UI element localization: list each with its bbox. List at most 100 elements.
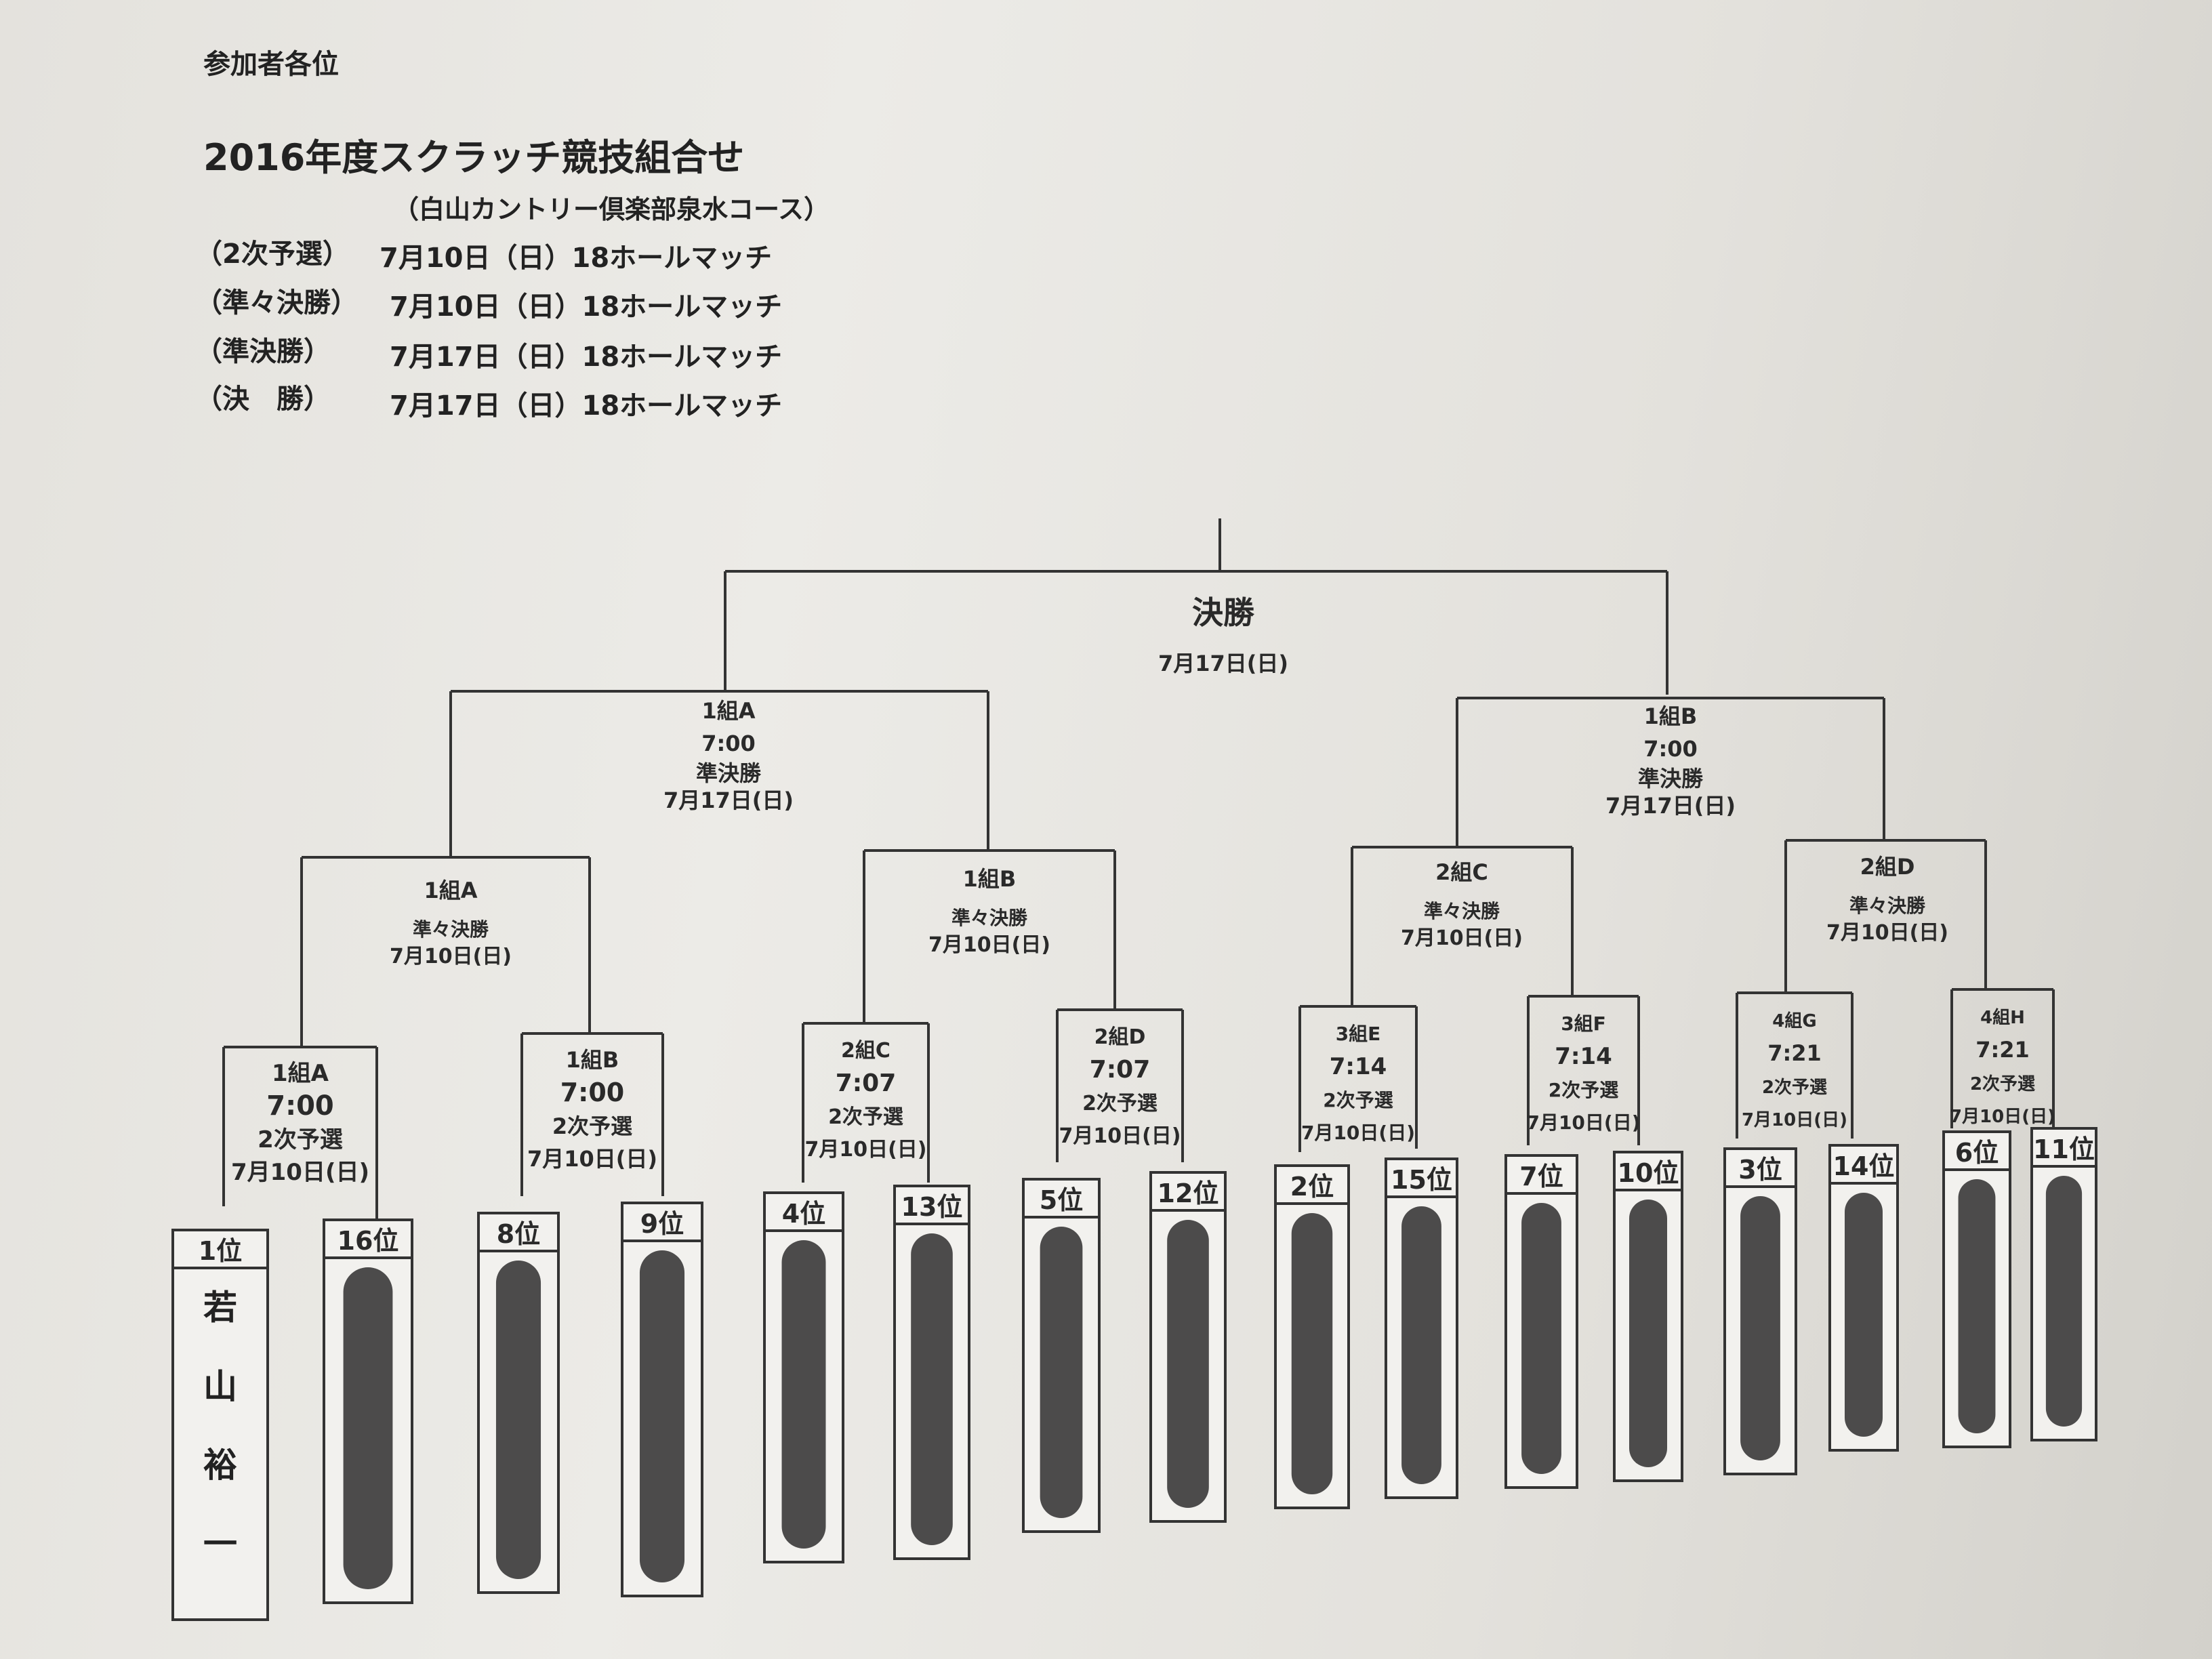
quarterfinal-group: 2組C	[1435, 859, 1488, 885]
redaction-marker	[2045, 1176, 2083, 1427]
second-round-group: 1組A	[272, 1060, 329, 1087]
schedule-when: 7月10日（日）18ホールマッチ	[380, 243, 773, 274]
player-rank: 16位	[337, 1226, 399, 1256]
schedule-when: 7月17日（日）18ホールマッチ	[390, 342, 783, 373]
player-rank: 15位	[1391, 1165, 1452, 1195]
redaction-marker	[343, 1267, 393, 1589]
redaction-marker	[1521, 1203, 1561, 1474]
semifinal-time: 7:00	[701, 731, 756, 756]
player-name-char: 若	[203, 1288, 237, 1328]
semifinal-date: 7月17日(日)	[663, 787, 794, 813]
final-date: 7月17日(日)	[1158, 651, 1288, 676]
quarterfinal-date: 7月10日(日)	[1401, 926, 1523, 950]
schedule-when: 7月17日（日）18ホールマッチ	[390, 390, 783, 422]
second-round-time: 7:00	[266, 1090, 334, 1122]
player-rank: 1位	[199, 1236, 242, 1266]
second-round-group: 3組F	[1561, 1012, 1606, 1035]
second-round-date: 7月10日(日)	[527, 1146, 657, 1172]
second-round-date: 7月10日(日)	[1059, 1124, 1181, 1148]
player-name-char: 裕	[203, 1446, 237, 1485]
quarterfinal-group: 1組B	[963, 866, 1017, 892]
player-name-char: 一	[203, 1524, 237, 1563]
second-round-group: 1組B	[566, 1047, 619, 1073]
quarterfinal-round: 準々決勝	[1424, 900, 1500, 922]
redaction-marker	[1958, 1179, 1996, 1433]
semifinal-group: 1組B	[1644, 703, 1698, 729]
player-rank: 11位	[2033, 1134, 2095, 1164]
player-rank: 13位	[901, 1192, 963, 1222]
player-rank: 7位	[1519, 1162, 1563, 1191]
second-round-time: 7:07	[1090, 1056, 1151, 1084]
second-round-date: 7月10日(日)	[1526, 1111, 1640, 1134]
second-round-group: 2組C	[841, 1039, 890, 1063]
player-rank: 3位	[1738, 1155, 1782, 1185]
player-rank: 2位	[1290, 1172, 1334, 1202]
quarterfinal-group: 2組D	[1860, 854, 1915, 880]
second-round-date: 7月10日(日)	[1742, 1110, 1847, 1130]
redaction-marker	[639, 1250, 685, 1582]
second-round-label: 2次予選	[828, 1105, 903, 1129]
schedule-round: （2次予選）	[195, 239, 350, 270]
semifinal-time: 7:00	[1643, 736, 1698, 762]
page-title: 2016年度スクラッチ競技組合せ	[203, 136, 745, 179]
redaction-marker	[1845, 1193, 1883, 1437]
player-rank: 14位	[1833, 1151, 1895, 1181]
second-round-time: 7:14	[1330, 1053, 1387, 1080]
second-round-time: 7:14	[1555, 1043, 1612, 1070]
player-rank: 5位	[1040, 1185, 1083, 1215]
second-round-label: 2次予選	[552, 1113, 632, 1139]
second-round-date: 7月10日(日)	[1301, 1122, 1415, 1144]
redaction-marker	[781, 1240, 826, 1549]
second-round-group: 2組D	[1094, 1025, 1146, 1049]
second-round-group: 4組G	[1772, 1010, 1816, 1031]
redaction-marker	[1040, 1227, 1083, 1518]
schedule-round: （決 勝）	[195, 384, 331, 415]
redaction-marker	[1740, 1196, 1780, 1460]
redaction-marker	[495, 1261, 541, 1579]
redaction-marker	[1401, 1206, 1441, 1484]
second-round-time: 7:21	[1975, 1037, 2030, 1063]
player-rank: 12位	[1158, 1179, 1219, 1208]
player-rank: 6位	[1955, 1138, 1999, 1168]
second-round-label: 2次予選	[258, 1126, 343, 1153]
player-rank: 8位	[497, 1219, 540, 1249]
player-rank: 4位	[782, 1199, 825, 1229]
addressee: 参加者各位	[203, 49, 339, 80]
redaction-marker	[1167, 1220, 1209, 1508]
quarterfinal-date: 7月10日(日)	[390, 945, 512, 968]
second-round-group: 3組E	[1336, 1023, 1381, 1045]
semifinal-round: 準決勝	[696, 760, 762, 786]
redaction-marker	[1629, 1200, 1667, 1467]
player-rank: 10位	[1618, 1158, 1679, 1188]
schedule-round: （準決勝）	[195, 336, 331, 367]
semifinal-group: 1組A	[701, 698, 755, 724]
second-round-date: 7月10日(日)	[804, 1138, 926, 1162]
player-column	[171, 1229, 269, 1621]
second-round-label: 2次予選	[1549, 1079, 1618, 1101]
semifinal-round: 準決勝	[1638, 766, 1704, 792]
second-round-date: 7月10日(日)	[231, 1159, 369, 1186]
second-round-time: 7:00	[560, 1078, 625, 1107]
semifinal-date: 7月17日(日)	[1605, 793, 1736, 819]
quarterfinal-round: 準々決勝	[1849, 895, 1926, 917]
second-round-time: 7:07	[836, 1069, 897, 1097]
schedule-when: 7月10日（日）18ホールマッチ	[390, 291, 783, 323]
quarterfinal-round: 準々決勝	[951, 907, 1028, 929]
schedule-round: （準々決勝）	[195, 287, 358, 319]
venue: （白山カントリー倶楽部泉水コース）	[393, 194, 830, 224]
player-name-char: 山	[203, 1367, 237, 1406]
quarterfinal-round: 準々決勝	[413, 918, 489, 941]
quarterfinal-date: 7月10日(日)	[928, 933, 1050, 957]
second-round-label: 2次予選	[1762, 1078, 1827, 1098]
second-round-time: 7:21	[1767, 1040, 1822, 1066]
redaction-marker	[911, 1233, 953, 1545]
second-round-label: 2次予選	[1970, 1074, 2035, 1094]
second-round-label: 2次予選	[1082, 1092, 1158, 1115]
second-round-group: 4組H	[1980, 1007, 2025, 1028]
player-rank: 9位	[640, 1209, 684, 1239]
quarterfinal-group: 1組A	[424, 878, 477, 903]
quarterfinal-date: 7月10日(日)	[1826, 921, 1948, 945]
second-round-date: 7月10日(日)	[1950, 1107, 2055, 1127]
